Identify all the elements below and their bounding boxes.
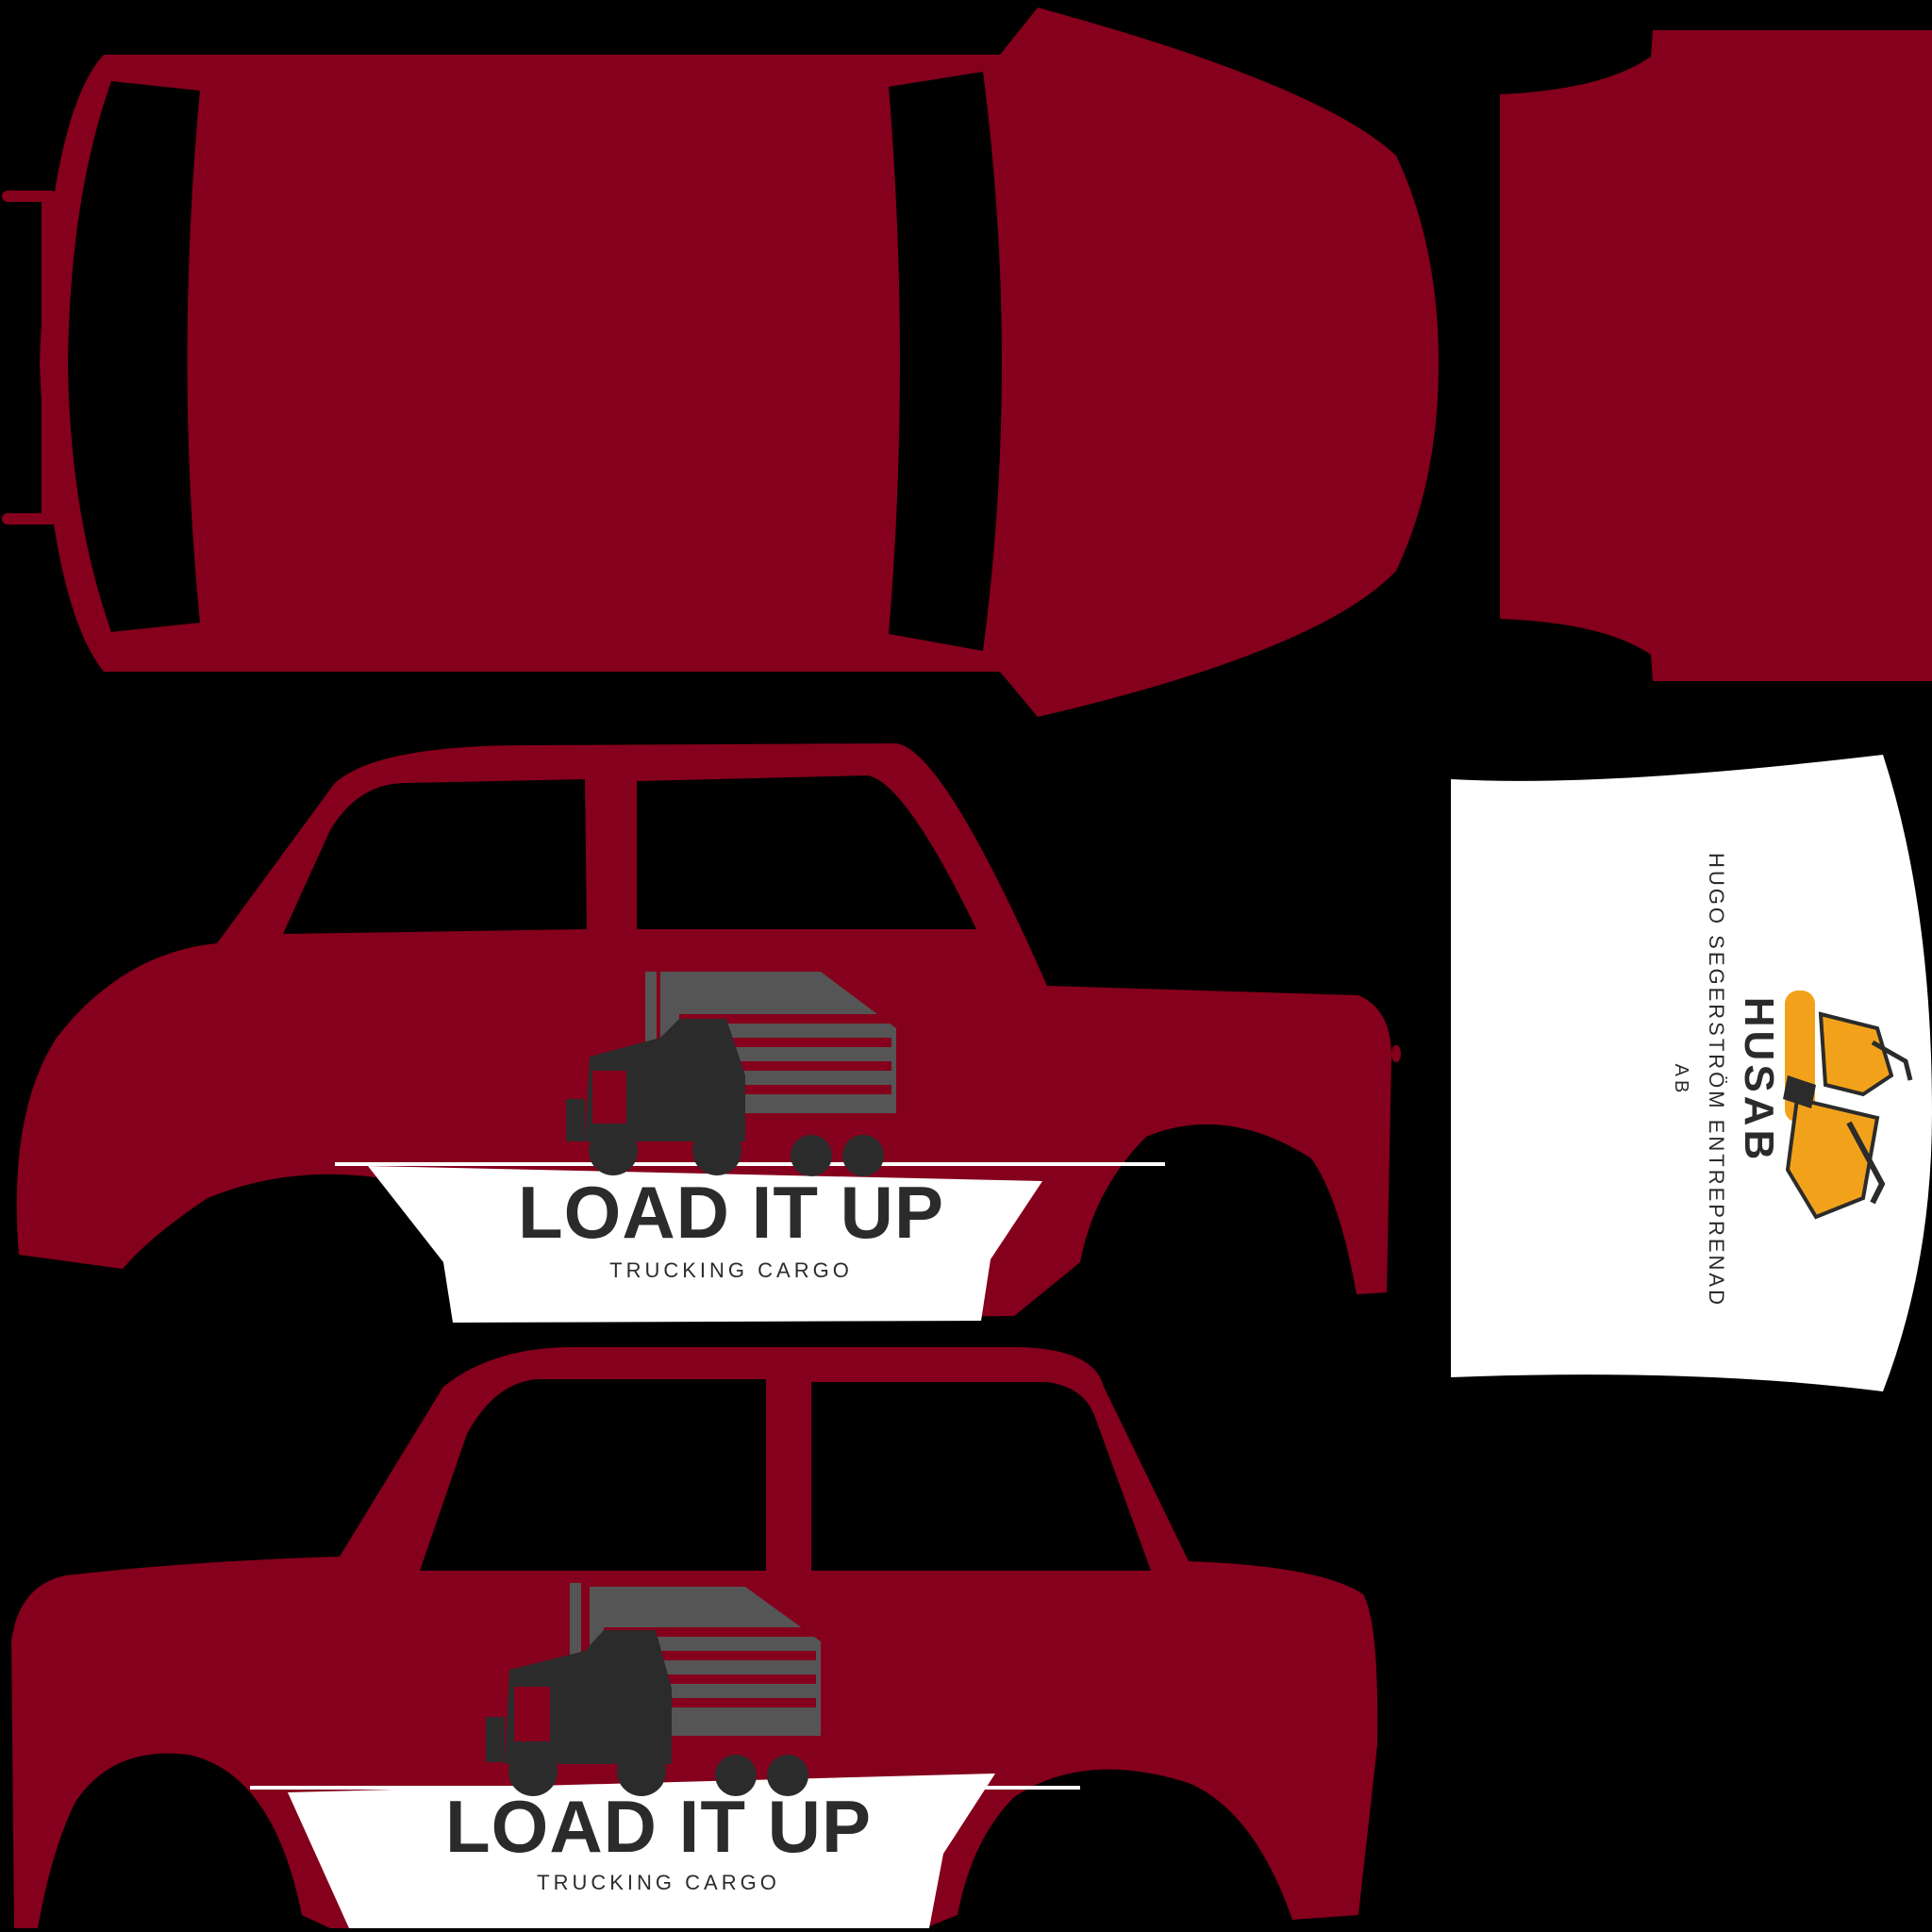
side1-front-window (637, 775, 976, 929)
rear-window (68, 81, 200, 632)
side1-rear-window (283, 779, 587, 934)
side2-truck-icon (486, 1583, 821, 1796)
hood-panel (1500, 30, 1932, 681)
excavator-icon (1783, 991, 1913, 1220)
side1-truck-icon (566, 972, 896, 1176)
husab-title: HUSAB (1736, 997, 1782, 1163)
husab-line2: AB (1671, 1064, 1691, 1097)
side1-logo-subtitle: TRUCKING CARGO (609, 1258, 853, 1282)
top-view-body (2, 8, 1439, 717)
windshield (889, 72, 1002, 651)
side2-logo-title: LOAD IT UP (445, 1785, 872, 1868)
side1-logo-panel (368, 1166, 1042, 1323)
side1-logo-title: LOAD IT UP (518, 1171, 944, 1254)
side2-logo-subtitle: TRUCKING CARGO (537, 1871, 780, 1894)
side2-logo-panel (288, 1774, 995, 1928)
side2-rear-window (420, 1379, 766, 1571)
husab-line1: HUGO SEGERSTRÖM ENTREPRENAD (1705, 853, 1728, 1307)
husab-panel (1451, 755, 1932, 1391)
side2-front-window (811, 1382, 1151, 1571)
